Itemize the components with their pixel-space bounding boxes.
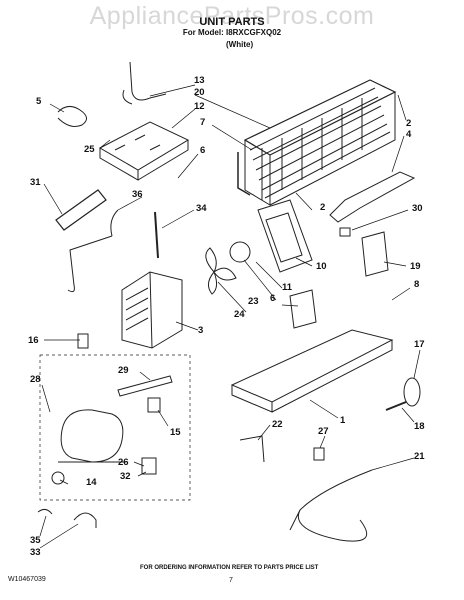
callout-23: 23 [248,296,259,307]
callout-5: 5 [36,96,42,107]
drier-drawing [117,375,173,397]
clamp-drawing [37,508,53,515]
watermark: AppliancePartsPros.com [89,2,375,30]
relay-drawing [147,397,161,413]
drain-tube-drawing [329,171,416,223]
page-number: 7 [229,577,233,584]
callout-6b: 6 [270,293,276,304]
callout-26: 26 [118,457,129,468]
callout-24: 24 [234,309,245,320]
callout-17: 17 [414,339,425,350]
connector-drawing [339,227,351,237]
fan-shroud-drawing [257,199,313,273]
callout-7: 7 [200,117,206,128]
callout-3: 3 [198,325,204,336]
pad-drawing [361,231,389,277]
callout-34: 34 [196,203,207,214]
callout-2a: 2 [406,118,412,129]
holder-drawing [77,333,89,349]
pin-drawing [385,401,407,411]
ordering-note: FOR ORDERING INFORMATION REFER TO PARTS … [140,565,319,571]
mounting-plate-drawing [98,121,190,181]
callout-19: 19 [410,261,421,272]
callout-36: 36 [132,189,143,200]
capacitor-drawing [141,457,157,475]
fan-motor-drawing [229,241,251,263]
callout-28: 28 [30,374,41,385]
wire-hook-drawing [67,209,119,293]
base-plate-drawing [230,329,394,413]
callout-1: 1 [340,415,346,426]
kit-boundary [39,354,191,501]
callout-22: 22 [272,419,283,430]
callout-31: 31 [30,177,41,188]
color-variant: (White) [226,40,254,49]
callout-30: 30 [412,203,423,214]
pad-drawing [289,289,317,329]
wiring-harness-drawing [289,469,373,542]
strip-drawing [154,211,159,259]
grommet-drawing [51,471,65,485]
callout-8: 8 [414,279,420,290]
model-line: For Model: I8RXCGFXQ02 [182,28,282,37]
callout-2b: 2 [320,202,326,213]
condenser-coil-drawing [237,79,397,206]
callout-6a: 6 [200,145,206,156]
clip-drawing [73,512,97,528]
callout-16: 16 [28,335,39,346]
callout-15: 15 [170,427,181,438]
roller-wheel-drawing [403,377,421,407]
clip-drawing [57,106,87,127]
callout-27: 27 [318,426,329,437]
callout-29: 29 [118,365,129,376]
callout-14: 14 [86,477,97,488]
bracket-drawing [239,435,265,463]
callout-21: 21 [414,451,425,462]
compressor-drawing [60,409,124,463]
callout-18: 18 [414,421,425,432]
callout-4: 4 [406,129,412,140]
insulation-tube-drawing [55,189,107,231]
leader-lines [39,84,421,549]
callout-33: 33 [30,547,41,558]
document-number: W10467039 [8,576,46,583]
page-title: UNIT PARTS [199,16,265,28]
callout-10: 10 [316,261,327,272]
callout-12: 12 [194,101,205,112]
callout-11: 11 [282,282,293,293]
fan-blade-drawing [205,247,237,295]
callout-25: 25 [84,144,95,155]
tubing-drawing [122,61,167,105]
callout-32: 32 [120,471,131,482]
callout-13: 13 [194,75,205,86]
callout-20: 20 [194,87,205,98]
condenser-drawing [121,271,183,349]
clip-drawing [313,447,325,461]
callout-35: 35 [30,535,41,546]
